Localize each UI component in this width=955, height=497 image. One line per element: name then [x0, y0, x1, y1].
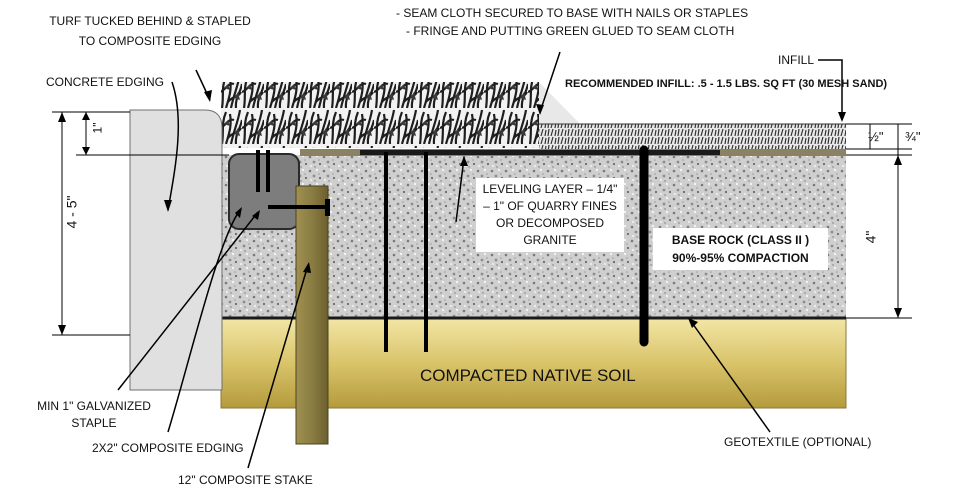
seam-cloth-dark-strip — [360, 150, 720, 155]
putting-green-turf — [539, 124, 846, 149]
infill-label: INFILL — [778, 53, 815, 67]
dim-three-quarter-label: ¾" — [905, 129, 921, 144]
staple-label-line2: STAPLE — [71, 416, 117, 430]
turf-fibers — [221, 82, 539, 148]
composite-edging — [228, 153, 300, 230]
leveling-label-line3: OR DECOMPOSED — [495, 216, 604, 230]
leveling-label-line2: – 1" OF QUARRY FINES — [483, 199, 617, 213]
leader-stake — [247, 264, 309, 469]
base-rock-box — [653, 228, 828, 270]
leader-infill — [818, 59, 843, 118]
leveling-box — [476, 178, 624, 252]
dim-4in-label: 4" — [862, 230, 879, 244]
leader-concrete — [167, 81, 180, 211]
leader-seam-cloth — [539, 51, 561, 113]
composite-stake-label: 12" COMPOSITE STAKE — [178, 473, 313, 487]
leader-staple — [117, 211, 259, 391]
leveling-label-line1: LEVELING LAYER – 1/4" — [482, 182, 618, 196]
leveling-label-line4: GRANITE — [523, 233, 577, 247]
concrete-edging — [129, 109, 223, 391]
leader-composite-edging — [167, 209, 241, 433]
concrete-edging-label: CONCRETE EDGING — [46, 75, 165, 89]
leader-leveling — [455, 157, 465, 223]
compacted-soil-label: COMPACTED NATIVE SOIL — [420, 366, 636, 385]
base-rock-label-line1: BASE ROCK (CLASS II ) — [671, 233, 810, 247]
base-rock-label-line2: 90%-95% COMPACTION — [672, 251, 809, 265]
composite-stake — [295, 185, 329, 445]
dim-1in-label: 1" — [90, 122, 105, 134]
leader-geotextile — [689, 319, 771, 433]
seam-cloth-label-line2: - FRINGE AND PUTTING GREEN GLUED TO SEAM… — [406, 24, 735, 38]
staple-label-line1: MIN 1" GALVANIZED — [37, 399, 151, 413]
turf-tucked-label-line2: TO COMPOSITE EDGING — [78, 34, 222, 48]
seam-cloth-label-line1: - SEAM CLOTH SECURED TO BASE WITH NAILS … — [396, 6, 749, 20]
composite-edging-label: 2X2" COMPOSITE EDGING — [92, 441, 244, 455]
geotextile-label: GEOTEXTILE (OPTIONAL) — [724, 435, 872, 449]
dim-half-label: ½" — [868, 129, 884, 144]
stake-screw-head — [325, 199, 330, 216]
turf-tucked-label-line1: TURF TUCKED BEHIND & STAPLED — [49, 14, 251, 28]
dim-4-5-label: 4 - 5" — [63, 195, 80, 229]
leader-lines — [117, 51, 843, 469]
recommended-infill-label: RECOMMENDED INFILL: .5 - 1.5 LBS. SQ FT … — [565, 78, 888, 90]
